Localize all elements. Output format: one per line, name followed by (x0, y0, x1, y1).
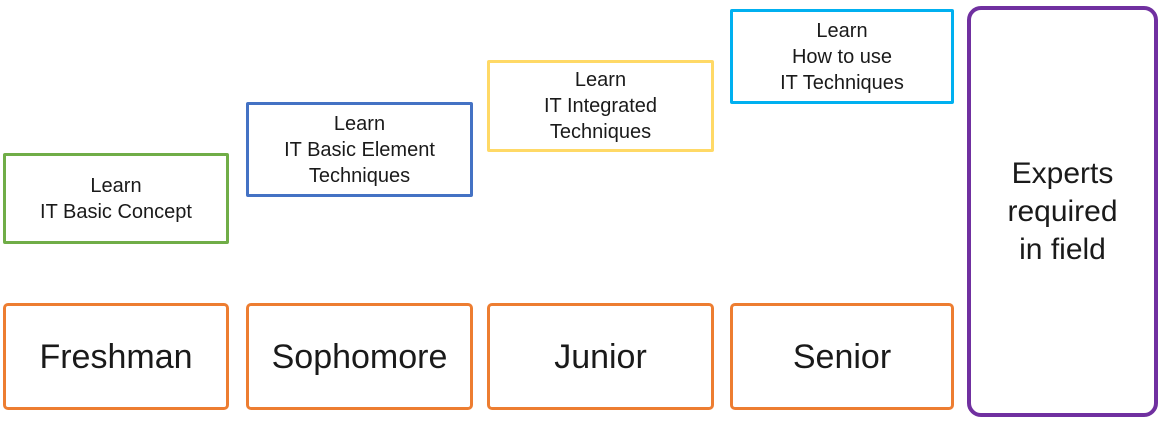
learn-box-line: IT Integrated (543, 95, 658, 117)
learn-box-line: IT Basic Concept (40, 200, 192, 223)
learn-box-line: Learn (90, 174, 142, 197)
learn-box-line: Techniques (308, 164, 411, 187)
learn-box-junior: Learn IT Integrated Techniques (487, 60, 714, 152)
learn-box-line: Techniques (549, 121, 652, 143)
stage-box-senior: Senior (730, 303, 954, 410)
learn-box-line: Learn (333, 112, 386, 135)
experts-box-line: Experts (1011, 156, 1114, 190)
stage-box-sophomore: Sophomore (246, 303, 473, 410)
stage-label: Senior (792, 337, 892, 376)
experts-box: Experts required in field (967, 6, 1158, 417)
learn-box-senior: Learn How to use IT Techniques (730, 9, 954, 104)
stage-label: Sophomore (271, 337, 448, 376)
learn-box-freshman: Learn IT Basic Concept (3, 153, 229, 244)
stage-label: Freshman (39, 337, 193, 376)
learn-box-line: IT Basic Element (284, 138, 435, 161)
stage-box-freshman: Freshman (3, 303, 229, 410)
learn-box-line: Learn (574, 69, 627, 91)
experts-box-line: in field (1019, 232, 1106, 266)
learn-box-sophomore: Learn IT Basic Element Techniques (246, 102, 473, 197)
stage-box-junior: Junior (487, 303, 714, 410)
learn-box-line: Learn (816, 19, 868, 42)
experts-box-line: required (1007, 194, 1118, 228)
learn-box-line: How to use (791, 45, 893, 68)
stage-label: Junior (554, 337, 647, 376)
learn-box-line: IT Techniques (780, 71, 904, 94)
